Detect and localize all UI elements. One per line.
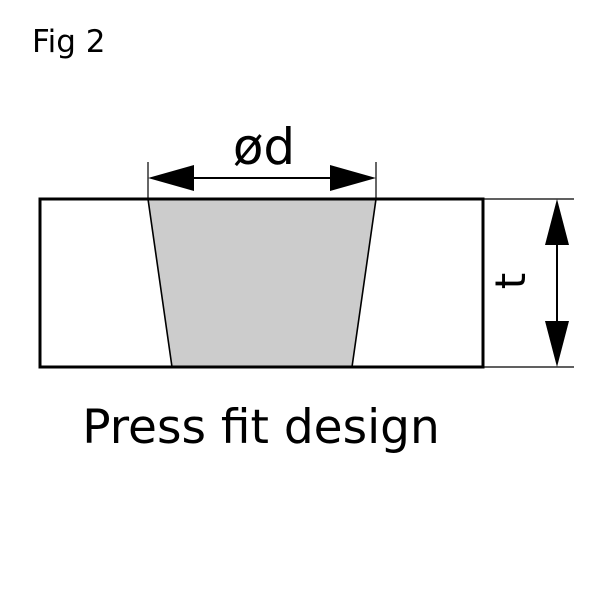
diameter-label: ød (233, 118, 295, 176)
diameter-arrow-right-icon (330, 165, 376, 191)
figure-label: Fig 2 (32, 24, 105, 60)
diameter-arrow-left-icon (148, 165, 194, 191)
caption: Press fit design (82, 400, 440, 455)
thickness-arrow-top-icon (545, 199, 569, 245)
thickness-arrow-bottom-icon (545, 321, 569, 367)
thickness-label: t (486, 273, 535, 289)
tapered-insert (147, 198, 377, 368)
